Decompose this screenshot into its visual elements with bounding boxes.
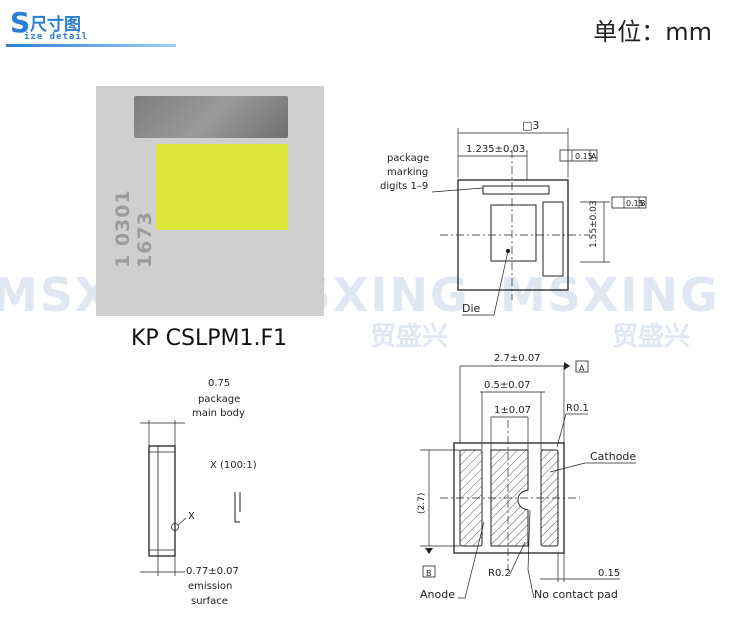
side-view [140, 420, 241, 576]
dim-27: 2.7±0.07 [494, 353, 541, 364]
cathode-pad [540, 449, 559, 547]
dim-075: 0.75 [208, 378, 230, 389]
marking-strip [482, 185, 550, 195]
dim-015: 0.15 [598, 568, 620, 579]
die-outline [490, 204, 537, 262]
watermark-brand-cn: 贸盛兴 [612, 322, 691, 352]
label-pkg-2: main body [192, 408, 245, 419]
watermark-brand: MSXING [500, 268, 720, 322]
top-view [431, 128, 647, 316]
tol-b: 0.15 [626, 199, 644, 208]
cathode-label: Cathode [590, 450, 636, 463]
marking-label-2: marking [387, 167, 428, 178]
dim-1235: 1.235±0.03 [466, 144, 525, 155]
center-pad [490, 449, 529, 547]
ref-a: A [579, 364, 585, 373]
dim-155: 1.55±0.03 [589, 200, 599, 248]
label-emission-1: emission [188, 581, 232, 592]
r01-label: R0.1 [566, 403, 589, 414]
detail-circle [171, 523, 179, 531]
anode-label: Anode [420, 588, 455, 601]
dim-1: 1±0.07 [494, 405, 531, 416]
detail-label: X (100:1) [210, 460, 257, 471]
anode-pad [459, 449, 483, 547]
label-pkg-1: package [198, 394, 240, 405]
marking-label-3: digits 1–9 [380, 181, 428, 192]
package-dark-bar [134, 96, 288, 138]
badge-letter: S [10, 6, 31, 39]
bottom-view [420, 360, 636, 599]
size-detail-badge: S 尺寸图 ize detail [6, 6, 176, 48]
r02-label: R0.2 [488, 568, 511, 579]
die-label: Die [462, 302, 481, 315]
side-view-body [148, 445, 176, 557]
dim-width: □3 [522, 119, 539, 132]
x-marker: X [188, 511, 195, 522]
die-pad [542, 201, 564, 277]
emitter-chip [156, 144, 288, 230]
dim-05: 0.5±0.07 [484, 380, 531, 391]
model-label: KP CSLPM1.F1 [131, 326, 288, 351]
ref-b: B [426, 569, 432, 578]
badge-subtitle: ize detail [24, 32, 89, 42]
watermark-brand-cn: 贸盛兴 [370, 322, 449, 352]
label-emission-2: surface [191, 596, 228, 607]
tol-a: 0.15 [575, 152, 593, 161]
tol-b-ref: B [640, 199, 646, 208]
tol-a-ref: A [591, 152, 597, 161]
dim-27-paren: (2.7) [417, 493, 427, 514]
package-photo: 1 0301 1673 [96, 86, 324, 316]
no-contact-label: No contact pad [534, 588, 618, 601]
marking-label-1: package [387, 153, 429, 164]
badge-title: 尺寸图 [30, 15, 81, 35]
unit-label: 单位：mm [593, 18, 712, 46]
badge-underline [6, 44, 176, 47]
dim-077: 0.77±0.07 [186, 566, 239, 577]
